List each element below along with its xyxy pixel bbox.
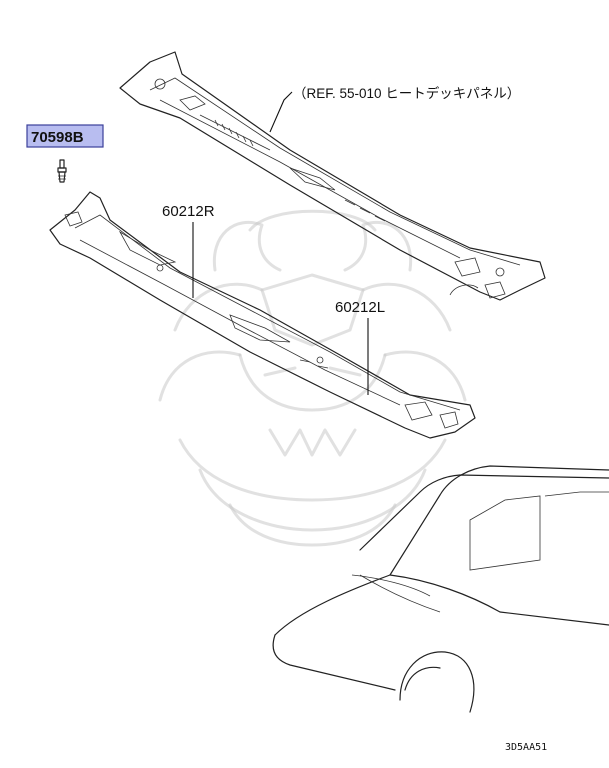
samurai-watermark <box>158 209 467 547</box>
clip-part-callout[interactable]: 70598B <box>26 124 104 148</box>
ref-note-label: （REF. 55-010 ヒートデッキパネル） <box>293 85 520 101</box>
part-highlight-box <box>26 124 104 148</box>
clip-fastener-icon <box>57 159 67 183</box>
cowl-left-part-number[interactable]: 60212L <box>335 299 385 316</box>
cowl-right-part-number[interactable]: 60212R <box>162 203 215 220</box>
ref-leader-line <box>269 91 293 133</box>
vehicle-location-sketch <box>272 465 609 713</box>
cowl-top-panel <box>49 191 476 439</box>
diagram-code: 3D5AA51 <box>505 742 547 753</box>
heater-deck-panel <box>119 51 546 301</box>
clip-part-number[interactable]: 70598B <box>31 129 84 146</box>
